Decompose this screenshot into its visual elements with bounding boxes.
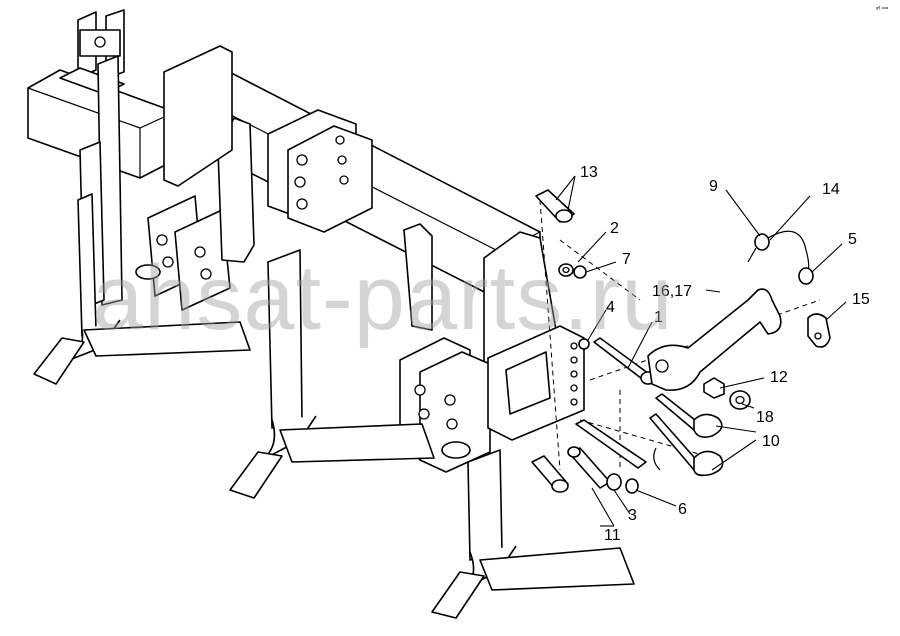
- callout-11: 11: [604, 527, 621, 544]
- callout-5: 5: [848, 231, 857, 248]
- lynch-pin-9: [747, 233, 770, 263]
- left-shank-mount: [135, 195, 231, 311]
- middle-shank: [229, 249, 435, 499]
- washer-3: [606, 473, 622, 491]
- callout-9: 9: [709, 178, 718, 195]
- callout-14: 14: [822, 181, 840, 198]
- center-upright-plate: [163, 45, 255, 263]
- callout-10: 10: [762, 433, 780, 450]
- callout-1: 1: [654, 309, 663, 326]
- pin-10-upper: [655, 393, 723, 438]
- corner-mark: g¶ ooa: [876, 5, 889, 10]
- callout-18: 18: [756, 409, 774, 426]
- right-shank: [431, 449, 635, 619]
- spacer-18: [729, 390, 751, 410]
- callout-15: 15: [852, 291, 870, 308]
- callout-3: 3: [628, 507, 637, 524]
- cable-14: [767, 230, 810, 273]
- middle-bracket: [267, 109, 373, 233]
- link-arm-16-17: [647, 288, 782, 391]
- ring-6: [625, 478, 639, 494]
- callout-2: 2: [610, 220, 619, 237]
- callout-16-17: 16,17: [652, 283, 692, 300]
- washer-2-7: [558, 263, 587, 279]
- left-shank: [33, 193, 251, 385]
- pin-10-lower: [649, 413, 724, 477]
- callout-6: 6: [678, 501, 687, 518]
- shank-clamp-block: [487, 325, 585, 441]
- callout-labels: 13 2 7 4 1 16,17 9 14 5 15 12 18 10 6 3 …: [580, 164, 870, 544]
- callout-7: 7: [622, 251, 631, 268]
- hitch-tower: [59, 9, 125, 306]
- bushing-13: [531, 189, 575, 493]
- bolt-11: [567, 419, 647, 489]
- leader-lines: [555, 175, 847, 527]
- callout-13: 13: [580, 164, 598, 181]
- assembly-guide-lines: [539, 199, 821, 471]
- nut-12: [703, 377, 725, 399]
- lynch-pin-5: [798, 267, 814, 285]
- clip-15: [807, 313, 831, 348]
- callout-12: 12: [770, 369, 788, 386]
- bolt-1: [578, 337, 656, 385]
- callout-4: 4: [606, 299, 615, 316]
